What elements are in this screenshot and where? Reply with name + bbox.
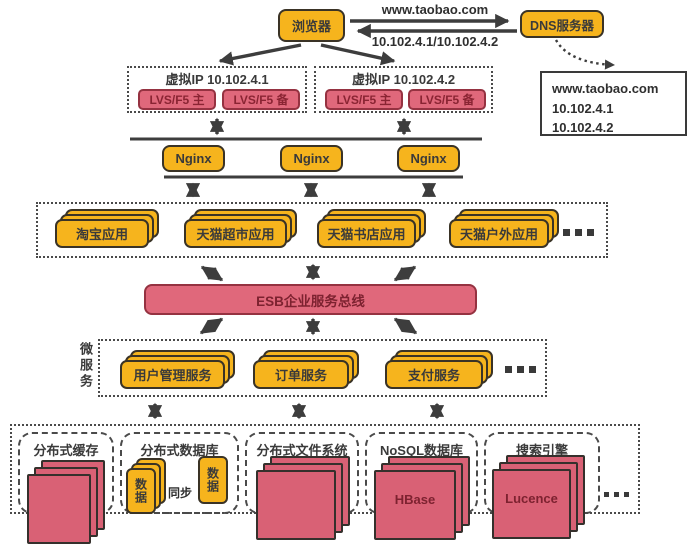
storage-nosql-title: NoSQL数据库 bbox=[379, 443, 464, 458]
lvs-backup-label: LVS/F5 备 bbox=[419, 93, 475, 107]
arrow-apps-esb-left bbox=[200, 265, 224, 282]
micro-stack-order: 订单服务 bbox=[253, 350, 359, 389]
search-tech-label: Lucence bbox=[505, 491, 558, 506]
storage-cache-title: 分布式缓存 bbox=[33, 443, 99, 458]
nginx-label: Nginx bbox=[175, 151, 212, 166]
microservice-node: 支付服务 bbox=[385, 360, 483, 389]
dns-record-domain: www.taobao.com bbox=[552, 81, 659, 96]
app-stack-tmall-books: 天猫书店应用 bbox=[317, 209, 426, 248]
vip-group-2: 虚拟IP 10.102.4.2 LVS/F5 主 LVS/F5 备 bbox=[314, 66, 493, 113]
nginx-label: Nginx bbox=[410, 151, 447, 166]
arrow-esb-micro-left bbox=[199, 317, 224, 335]
lvs-backup-label: LVS/F5 备 bbox=[233, 93, 289, 107]
ellipsis-icon bbox=[505, 366, 536, 373]
architecture-diagram: { "browser": { "label": "浏览器" }, "dns": … bbox=[10, 2, 687, 544]
db-sync-label: 同步 bbox=[167, 486, 192, 500]
micro-stack-payment: 支付服务 bbox=[385, 350, 493, 389]
browser-label: 浏览器 bbox=[291, 19, 331, 34]
storage-search-title: 搜索引擎 bbox=[515, 443, 568, 458]
app-stack-tmall-market: 天猫超市应用 bbox=[184, 209, 297, 248]
vip-group-1: 虚拟IP 10.102.4.1 LVS/F5 主 LVS/F5 备 bbox=[127, 66, 307, 113]
db-data-left-label: 数据 bbox=[133, 478, 148, 504]
dns-record-ip1: 10.102.4.1 bbox=[552, 100, 614, 116]
arrow-dns-record-dotted bbox=[554, 39, 616, 70]
dns-request-label: www.taobao.com bbox=[381, 2, 489, 17]
db-data-card-right: 数据 bbox=[198, 456, 228, 504]
connector-arrows-layer bbox=[130, 13, 616, 420]
microservices-side-label: 微服务 bbox=[78, 342, 93, 390]
arrow-apps-esb-right bbox=[393, 265, 417, 282]
esb-label: ESB企业服务总线 bbox=[256, 293, 365, 309]
dns-record-ip2: 10.102.4.2 bbox=[552, 120, 614, 135]
nginx-node-2: Nginx bbox=[280, 145, 343, 172]
lvs-primary-label: LVS/F5 主 bbox=[336, 93, 392, 107]
nosql-tech-label: HBase bbox=[394, 492, 436, 507]
arrow-browser-vip1 bbox=[218, 43, 302, 66]
nginx-label: Nginx bbox=[293, 151, 330, 166]
lvs-node: LVS/F5 备 bbox=[408, 89, 486, 110]
esb-node: ESB企业服务总线 bbox=[144, 284, 477, 315]
arrow-browser-vip2 bbox=[320, 43, 396, 66]
lvs-node: LVS/F5 主 bbox=[325, 89, 403, 110]
app-node: 淘宝应用 bbox=[55, 219, 149, 248]
app-node: 天猫户外应用 bbox=[449, 219, 549, 248]
nginx-node-3: Nginx bbox=[397, 145, 460, 172]
app-stack-tmall-outdoor: 天猫户外应用 bbox=[449, 209, 559, 248]
lvs-node: LVS/F5 备 bbox=[222, 89, 300, 110]
ellipsis-icon bbox=[563, 229, 594, 236]
storage-filesystem-title: 分布式文件系统 bbox=[256, 443, 348, 458]
app-node: 天猫书店应用 bbox=[317, 219, 416, 248]
ellipsis-icon bbox=[604, 492, 629, 497]
application-tier-group bbox=[36, 202, 608, 258]
microservice-node: 用户管理服务 bbox=[120, 360, 225, 389]
db-data-stack-left: 数据 bbox=[126, 458, 166, 514]
microservice-node: 订单服务 bbox=[253, 360, 349, 389]
nginx-node-1: Nginx bbox=[162, 145, 225, 172]
app-stack-taobao: 淘宝应用 bbox=[55, 209, 159, 248]
dns-response-label: 10.102.4.1/10.102.4.2 bbox=[371, 34, 499, 49]
micro-stack-user: 用户管理服务 bbox=[120, 350, 235, 389]
vip-group-2-title: 虚拟IP 10.102.4.2 bbox=[351, 72, 456, 87]
lvs-node: LVS/F5 主 bbox=[138, 89, 216, 110]
vip-group-1-title: 虚拟IP 10.102.4.1 bbox=[165, 72, 269, 87]
dns-server-label: DNS服务器 bbox=[530, 18, 594, 33]
dns-record-box: www.taobao.com 10.102.4.1 10.102.4.2 bbox=[540, 71, 687, 136]
db-data-right-label: 数据 bbox=[205, 467, 220, 493]
lvs-primary-label: LVS/F5 主 bbox=[149, 93, 205, 107]
app-node: 天猫超市应用 bbox=[184, 219, 287, 248]
arrow-esb-micro-right bbox=[393, 317, 418, 335]
microservices-group bbox=[98, 339, 547, 397]
browser-node: 浏览器 bbox=[278, 9, 345, 42]
dns-server-node: DNS服务器 bbox=[520, 10, 604, 38]
storage-database-title: 分布式数据库 bbox=[140, 443, 219, 458]
